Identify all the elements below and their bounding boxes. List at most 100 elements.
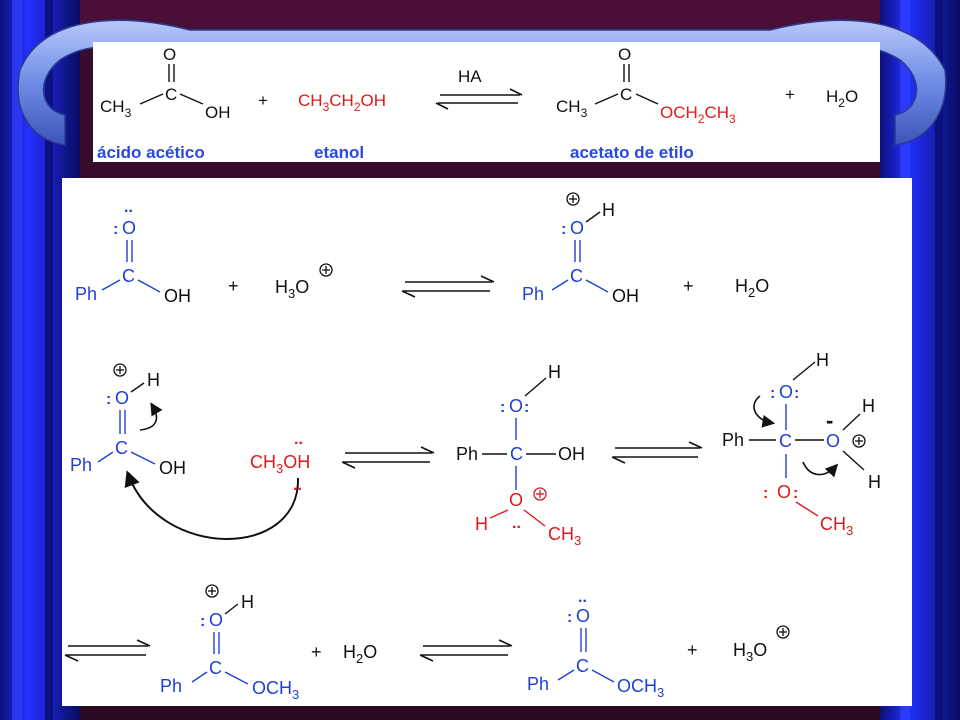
- curved-arrow-attack: [124, 470, 300, 540]
- svg-text::: :: [763, 485, 768, 502]
- svg-text:OH: OH: [612, 286, 639, 306]
- svg-text:H: H: [602, 200, 615, 220]
- benzoic-acid: .. : O C Ph OH: [75, 199, 191, 306]
- hydronium-2: H3O: [733, 625, 790, 664]
- protonated-acid-attack: : O H C Ph OH: [70, 363, 300, 540]
- svg-text:O: O: [509, 396, 523, 416]
- svg-text:O: O: [509, 490, 523, 510]
- svg-text:..: ..: [512, 515, 521, 532]
- svg-text::: :: [770, 385, 775, 402]
- equilibrium-arrow-2: [341, 446, 435, 469]
- svg-text::: :: [793, 485, 798, 502]
- svg-text:..: ..: [124, 199, 133, 216]
- equilibrium-arrow-3: [611, 441, 703, 464]
- svg-text:+: +: [785, 85, 795, 104]
- svg-text:CH3: CH3: [548, 524, 581, 548]
- svg-text::: :: [106, 391, 111, 408]
- methyl-benzoate: .. : O C Ph OCH3: [527, 589, 664, 700]
- svg-text:H: H: [475, 514, 488, 534]
- label-acido-acetico: ácido acético: [97, 143, 205, 162]
- svg-text:-: -: [826, 408, 833, 433]
- svg-text:O: O: [122, 218, 136, 238]
- catalyst-HA: HA: [458, 67, 482, 86]
- svg-text:C: C: [570, 266, 583, 286]
- ethanol: CH3CH2OH etanol: [298, 91, 386, 162]
- svg-text:C: C: [115, 438, 128, 458]
- svg-text:+: +: [228, 276, 239, 296]
- svg-text:OCH3: OCH3: [252, 678, 299, 702]
- svg-text:Ph: Ph: [522, 284, 544, 304]
- top-reaction-panel: [93, 42, 880, 162]
- water-1: H2O: [735, 276, 769, 300]
- atom-C: C: [165, 85, 177, 104]
- svg-text:O: O: [826, 431, 840, 451]
- svg-text:OH: OH: [558, 444, 585, 464]
- water-top: H2O: [826, 87, 858, 110]
- svg-text:Ph: Ph: [160, 676, 182, 696]
- mechanism-step-2: : O H C Ph OH .. CH3OH ..: [70, 350, 881, 548]
- svg-text:O: O: [570, 218, 584, 238]
- tetrahedral-intermediate-1: H : O : Ph C OH O H .. CH3: [456, 362, 585, 548]
- svg-text:..: ..: [293, 477, 302, 494]
- mechanism-step-1: .. : O C Ph OH + H3O: [75, 192, 769, 306]
- mechanism-step-3: : O H C Ph OCH3 + H2O .. : O C: [64, 584, 790, 702]
- svg-text:H: H: [147, 370, 160, 390]
- svg-text::: :: [113, 221, 118, 238]
- svg-text:C: C: [510, 444, 523, 464]
- mechanism-panel: [62, 178, 912, 706]
- svg-text:CH3: CH3: [556, 97, 588, 120]
- svg-text:O: O: [779, 382, 793, 402]
- svg-text:H3O: H3O: [275, 277, 309, 301]
- svg-text:Ph: Ph: [527, 674, 549, 694]
- svg-text:..: ..: [578, 589, 587, 606]
- svg-text:..: ..: [294, 431, 303, 448]
- svg-text:C: C: [122, 266, 135, 286]
- methanol: .. CH3OH ..: [250, 431, 310, 494]
- svg-text::: :: [524, 399, 529, 416]
- plus-1: +: [258, 91, 268, 110]
- svg-text:H3O: H3O: [733, 640, 767, 664]
- oh-text: OH: [205, 103, 231, 122]
- svg-text:Ph: Ph: [456, 444, 478, 464]
- svg-text:C: C: [576, 656, 589, 676]
- equilibrium-arrow-top: HA: [435, 67, 523, 110]
- svg-text:O: O: [115, 388, 129, 408]
- ch3-text: CH: [100, 97, 125, 116]
- svg-text:O: O: [576, 606, 590, 626]
- svg-text:+: +: [311, 642, 322, 662]
- top-reaction: O C CH3 OH ácido acético + CH3CH2OH etan…: [97, 45, 858, 162]
- svg-text:OH: OH: [164, 286, 191, 306]
- svg-text:Ph: Ph: [722, 430, 744, 450]
- ethyl-acetate: O C CH3 OCH2CH3 acetato de etilo: [556, 45, 736, 162]
- tetrahedral-intermediate-2: H : O : Ph C O - H H : O : CH3: [722, 350, 881, 538]
- svg-text:H: H: [816, 350, 829, 370]
- svg-text:H: H: [241, 592, 254, 612]
- equilibrium-arrow-5: [419, 639, 513, 662]
- svg-text:CH3CH2OH: CH3CH2OH: [298, 91, 386, 114]
- svg-text:Ph: Ph: [70, 455, 92, 475]
- svg-text:OCH2CH3: OCH2CH3: [660, 103, 736, 126]
- svg-text:O: O: [618, 45, 631, 64]
- svg-text:C: C: [209, 658, 222, 678]
- label-etanol: etanol: [314, 143, 364, 162]
- label-acetato-de-etilo: acetato de etilo: [570, 143, 694, 162]
- svg-text:C: C: [620, 85, 632, 104]
- svg-text::: :: [561, 221, 566, 238]
- svg-text::: :: [567, 609, 572, 626]
- svg-text:+: +: [683, 276, 694, 296]
- svg-text:Ph: Ph: [75, 284, 97, 304]
- hydronium-1: H3O: [275, 263, 333, 301]
- svg-text:H: H: [868, 472, 881, 492]
- protonated-methyl-benzoate: : O H C Ph OCH3: [160, 584, 299, 702]
- svg-text:CH3OH: CH3OH: [250, 452, 310, 476]
- svg-text::: :: [500, 399, 505, 416]
- svg-text:OH: OH: [159, 458, 186, 478]
- svg-text:O: O: [209, 610, 223, 630]
- svg-text::: :: [200, 613, 205, 630]
- svg-text:+: +: [687, 640, 698, 660]
- svg-text:OCH3: OCH3: [617, 676, 664, 700]
- acetic-acid: O C CH3 OH ácido acético: [97, 45, 231, 162]
- atom-O: O: [163, 45, 176, 64]
- svg-text::: :: [794, 385, 799, 402]
